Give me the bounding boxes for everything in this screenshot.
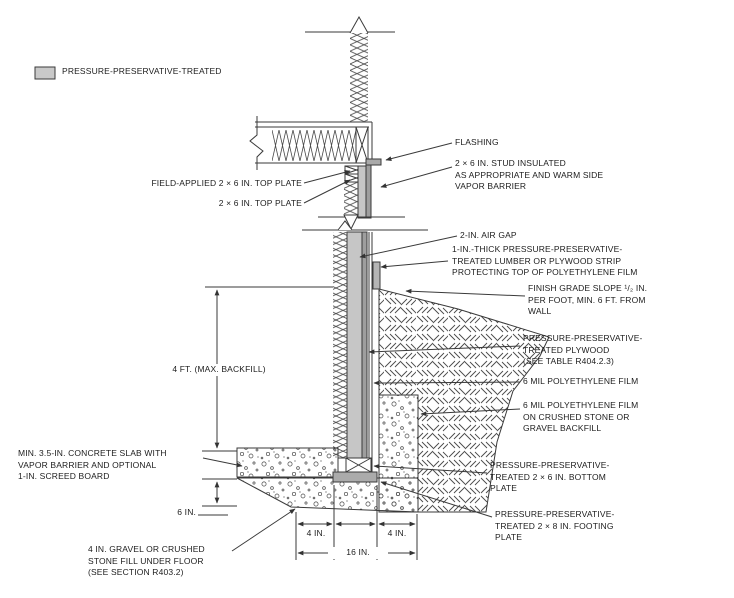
dim-footing-depth: 6 IN. xyxy=(177,507,196,517)
dim-left-projection: 4 IN. xyxy=(306,528,326,538)
label-flashing: FLASHING xyxy=(455,137,499,147)
wall-base xyxy=(332,457,378,483)
label-finish-grade: FINISH GRADE SLOPE ¹/₂ IN. PER FOOT, MIN… xyxy=(528,283,648,316)
dim-backfill-height: 4 FT. (MAX. BACKFILL) xyxy=(150,364,288,376)
gravel-under-floor-region xyxy=(236,477,419,513)
dim-right-projection: 4 IN. xyxy=(387,528,407,538)
label-bottom-plate: PRESSURE-PRESERVATIVE- TREATED 2 × 6 IN.… xyxy=(490,460,610,493)
dim-footing-width: 16 IN. xyxy=(328,547,388,559)
break-symbol xyxy=(249,116,264,170)
foundation-wall xyxy=(333,231,381,474)
legend-label: PRESSURE-PRESERVATIVE-TREATED xyxy=(62,66,222,76)
concrete-slab-region xyxy=(236,447,339,478)
protective-strip-piece xyxy=(372,261,381,290)
label-top-plate: 2 × 6 IN. TOP PLATE xyxy=(218,198,302,208)
label-field-applied-top-plate: FIELD-APPLIED 2 × 6 IN. TOP PLATE xyxy=(151,178,302,188)
label-protective-strip: 1-IN.-THICK PRESSURE-PRESERVATIVE- TREAT… xyxy=(452,244,638,277)
upper-wall-insulation xyxy=(305,15,395,122)
screed-board-piece xyxy=(337,457,347,473)
flashing-piece xyxy=(365,158,382,166)
section-break xyxy=(302,220,428,231)
footing-plate-piece xyxy=(332,471,378,483)
leader-lines xyxy=(202,142,526,552)
label-footing-plate: PRESSURE-PRESERVATIVE- TREATED 2 × 8 IN.… xyxy=(495,509,615,542)
label-air-gap: 2-IN. AIR GAP xyxy=(460,230,517,240)
label-plywood: PRESSURE-PRESERVATIVE- TREATED PLYWOOD (… xyxy=(523,333,643,366)
above-grade-wall xyxy=(318,164,405,231)
floor-assembly xyxy=(249,116,373,170)
legend-swatch xyxy=(34,66,56,80)
label-concrete-slab: MIN. 3.5-IN. CONCRETE SLAB WITH VAPOR BA… xyxy=(18,448,167,481)
label-poly-film: 6 MIL POLYETHYLENE FILM xyxy=(523,376,639,386)
label-gravel-fill: 4 IN. GRAVEL OR CRUSHED STONE FILL UNDER… xyxy=(88,544,205,577)
label-stud: 2 × 6 IN. STUD INSULATED AS APPROPRIATE … xyxy=(455,158,604,191)
label-poly-film-gravel: 6 MIL POLYETHYLENE FILM ON CRUSHED STONE… xyxy=(523,400,639,433)
